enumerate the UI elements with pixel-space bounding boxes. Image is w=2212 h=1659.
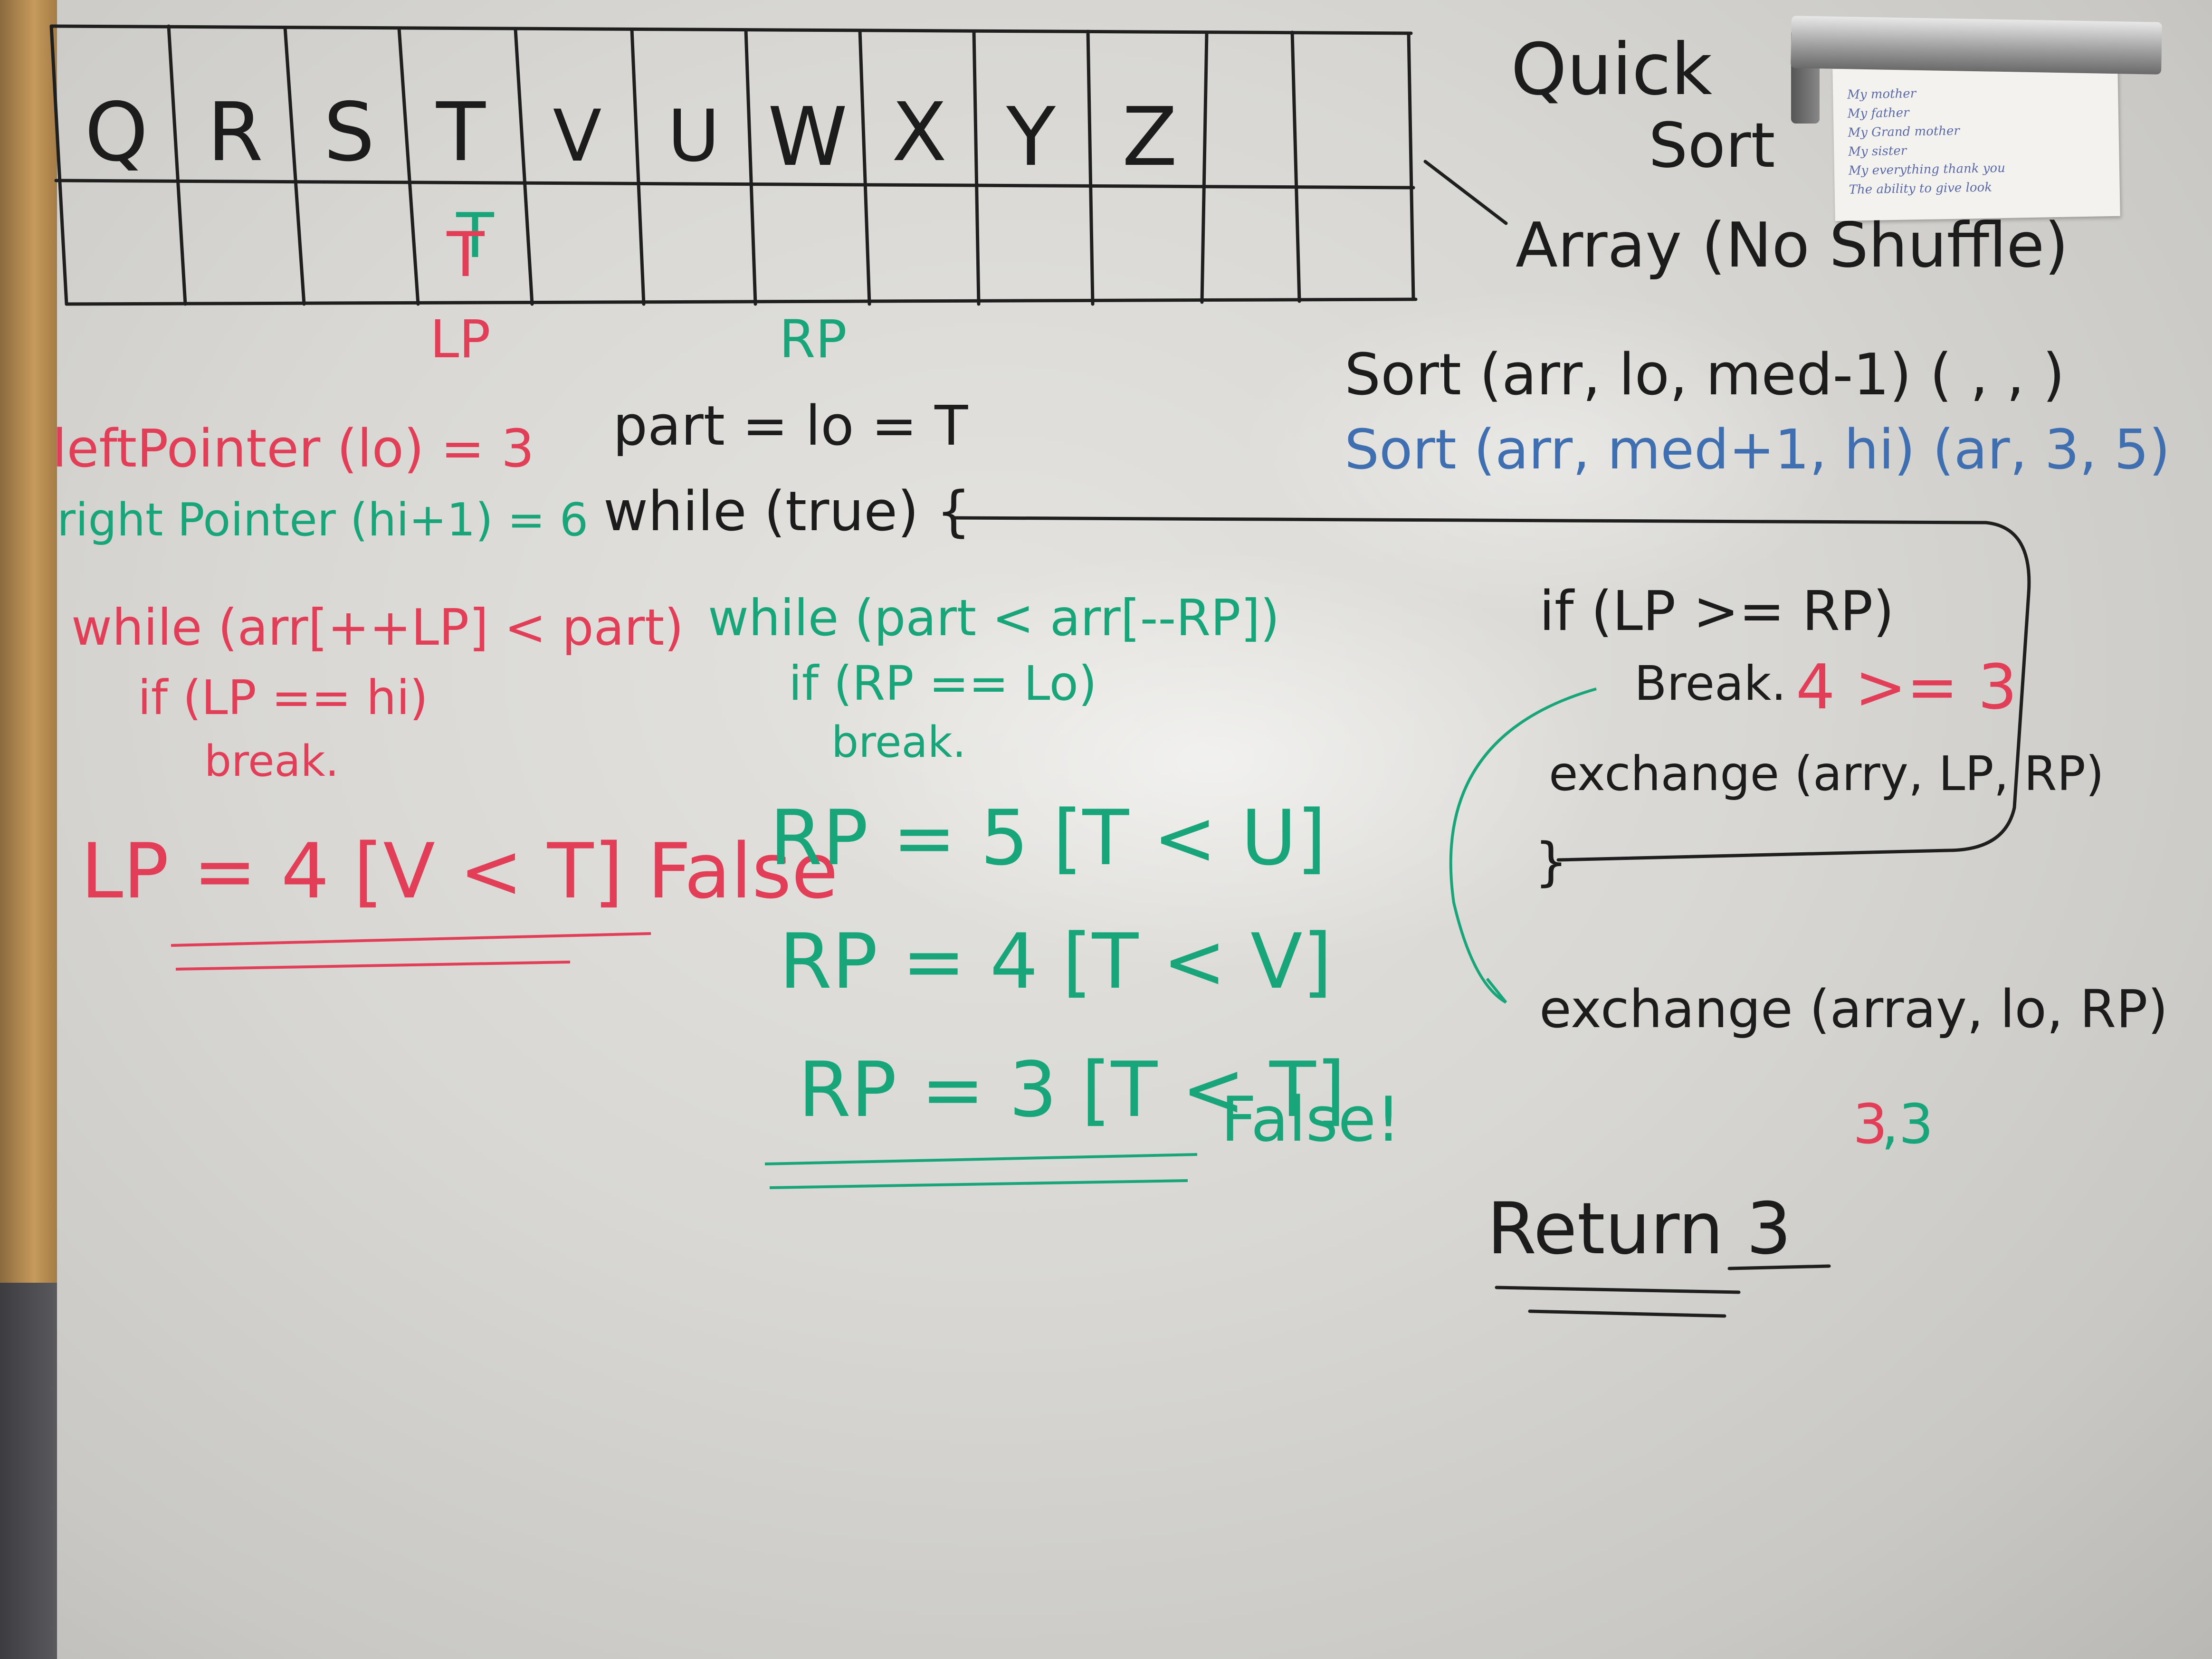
rp-marker: RP <box>779 309 847 370</box>
card-line: My Grand mother <box>1848 124 1960 140</box>
card-line: My mother <box>1847 86 1916 102</box>
subtitle-array: Array (No Shuffle) <box>1516 209 2069 281</box>
array-cell-t-copy: T <box>456 200 494 272</box>
rp-while-line: while (part < arr[--RP]) <box>708 589 1280 647</box>
array-cell-u: U <box>667 95 720 178</box>
rp4-line: RP = 4 [T < V] <box>779 917 1332 1006</box>
lp-while-line: while (arr[++LP] < part) <box>71 599 684 657</box>
array-cell-q: Q <box>85 86 148 180</box>
card-clip <box>1791 16 2162 75</box>
rp-if-line: if (RP == Lo) <box>789 656 1097 711</box>
left-pointer-line: leftPointer (lo) = 3 <box>52 418 534 479</box>
card-line: My sister <box>1848 143 1907 159</box>
sort-left-call: Sort (arr, lo, med-1) ( , , ) <box>1344 342 2065 408</box>
array-cell-r: R <box>207 86 264 180</box>
rp3-line: RP = 3 [T < T] <box>798 1045 1346 1134</box>
exchange-lo-rp: exchange (array, lo, RP) <box>1539 979 2168 1039</box>
title-quick: Quick <box>1511 29 1713 111</box>
sort-right-call: Sort (arr, med+1, hi) (ar, 3, 5) <box>1344 418 2170 482</box>
note-card: My mother My father My Grand mother My s… <box>1832 64 2120 221</box>
part-assign: part = lo = T <box>613 394 968 458</box>
exchange-lp-rp: exchange (arry, LP, RP) <box>1549 746 2104 801</box>
rp5-line: RP = 5 [T < U] <box>770 793 1326 882</box>
right-break: Break. <box>1634 656 1787 711</box>
compare-4-ge-3: 4 >= 3 <box>1796 651 2017 723</box>
array-cell-t: T <box>436 86 486 180</box>
array-cell-y: Y <box>1006 90 1056 184</box>
array-cell-s: S <box>324 86 375 180</box>
array-cell-v: V <box>553 95 602 178</box>
title-sort: Sort <box>1649 109 1775 181</box>
if-lp-ge-rp: if (LP >= RP) <box>1539 580 1895 643</box>
pair-second: ,3 <box>1881 1093 1934 1156</box>
card-line: My father <box>1847 105 1909 121</box>
card-line: My everything thank you <box>1848 161 2006 178</box>
array-cell-z: Z <box>1122 90 1178 184</box>
rp-break: break. <box>831 717 966 767</box>
return-statement: Return 3 <box>1487 1188 1792 1270</box>
while-true: while (true) { <box>603 480 971 543</box>
array-cell-t-copy-red: T <box>447 219 485 291</box>
card-line: The ability to give look <box>1849 180 1993 197</box>
array-cell-w: W <box>767 90 848 184</box>
lp-result: LP = 4 [V < T] False <box>81 827 839 915</box>
lp-if-line: if (LP == hi) <box>138 670 429 725</box>
right-pointer-line: right Pointer (hi+1) = 6 <box>57 494 589 546</box>
rp-false-label: False! <box>1221 1083 1401 1155</box>
lp-marker: LP <box>430 309 491 370</box>
close-brace: } <box>1535 831 1568 892</box>
wooden-frame <box>0 0 57 1283</box>
wall-shadow <box>0 1283 57 1659</box>
pair-first: 3 <box>1853 1093 1888 1156</box>
lp-break: break. <box>204 736 339 786</box>
array-cell-x: X <box>891 86 947 180</box>
light-glare <box>1235 285 1853 618</box>
